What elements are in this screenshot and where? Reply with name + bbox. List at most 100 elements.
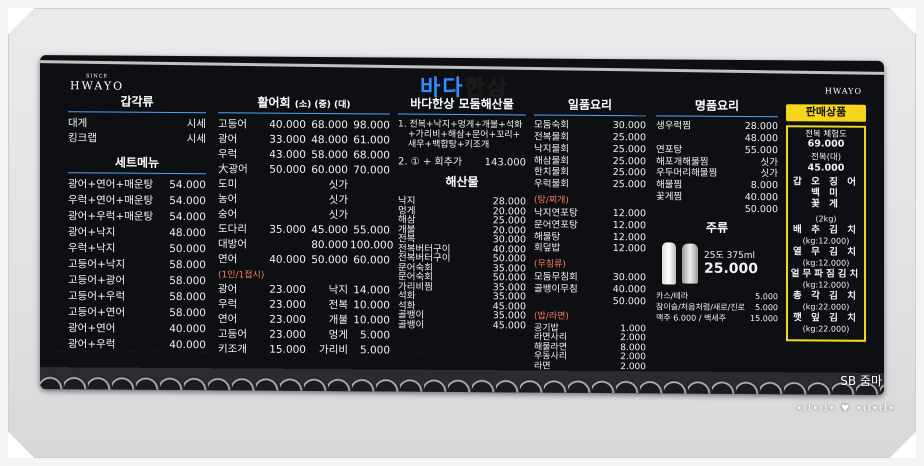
special-row: 모둠숙회 30.000 — [534, 119, 646, 132]
crustacean-row-cell: 킹크랩 — [68, 132, 97, 145]
special-row-cell: 25.000 — [612, 179, 646, 191]
premium-row-cell: 연포탕 — [656, 143, 683, 156]
goods-item: 꽃 게 — [811, 198, 841, 210]
set-menu-row-cell: 고등어+낙지 — [68, 258, 126, 271]
set-menu-row-cell: 40.000 — [169, 339, 206, 352]
live-fish-row-cell: 35.000 — [269, 223, 306, 237]
premium-row-cell: 28.000 — [744, 120, 778, 133]
column-head-crustacean: 갑각류 — [68, 95, 206, 114]
mixed-row-cell: 모둠무침회 — [534, 271, 578, 283]
set-menu-row-cell: 고등어+연어 — [68, 306, 126, 319]
kimchi-price: (kg:22.000) — [802, 302, 850, 312]
per-plate-row-cell: 개불 — [328, 313, 348, 327]
per-plate-row-cell: 23.000 — [269, 298, 306, 311]
per-plate-row-cell: 고등어 — [218, 328, 247, 341]
special-row-cell: 25.000 — [612, 167, 646, 179]
set-menu-row-cell: 54.000 — [169, 194, 206, 207]
live-fish-row-cell: 50.000 — [269, 163, 306, 176]
live-fish-row-cell: 광어 — [218, 133, 238, 146]
premium-row-cell: 55.000 — [744, 144, 778, 156]
set-menu-row-cell: 54.000 — [169, 210, 206, 224]
live-fish-row-cell: 우럭 — [218, 148, 238, 161]
set-menu-row-cell: 48.000 — [169, 226, 206, 240]
live-fish-row-cell: 100.000 — [350, 239, 394, 252]
size-headers: (소) (중) (대) — [295, 96, 351, 110]
drink-row-cell: 15.000 — [750, 314, 778, 324]
live-fish-row-cell: 58.000 — [311, 148, 348, 162]
live-fish-row-cell: 80.000 — [311, 239, 348, 252]
stew-row-cell: 12.000 — [612, 243, 646, 255]
live-fish-row-cell: 70.000 — [353, 164, 390, 177]
drink-row-cell: 5.000 — [755, 303, 778, 313]
set-menu-row-cell: 고등어+우럭 — [68, 290, 126, 303]
premium-row: 연포탕 55.000 — [656, 143, 778, 157]
kimchi-price: (kg:12.000) — [802, 236, 850, 246]
bottle-image — [662, 242, 676, 285]
special-row-cell: 모둠숙회 — [534, 119, 569, 131]
per-plate-row-cell: 전복 — [328, 298, 348, 312]
live-fish-row-cell — [266, 209, 306, 221]
stew-label: (탕/찌개) — [534, 195, 569, 207]
mixed-label: (무침류) — [534, 259, 566, 271]
per-plate-row-cell: 광어 — [218, 283, 238, 296]
live-fish-row-cell — [350, 209, 390, 221]
logo-name: HWAYO — [70, 79, 125, 93]
set2-row: 2. ① + 회추가 143.000 — [398, 156, 526, 168]
live-fish-row-cell: 40.000 — [269, 118, 306, 131]
live-fish-row-cell: 고등어 — [218, 118, 247, 131]
per-plate-row-cell: 10.000 — [353, 299, 390, 312]
live-fish-row-cell: 농어 — [218, 193, 238, 206]
live-fish-row-cell: 大광어 — [218, 163, 248, 176]
kimchi-weight: (2kg) — [815, 214, 837, 224]
logo-right: HWAYO — [824, 86, 862, 96]
live-fish-row-cell — [266, 194, 306, 206]
stew-row-cell: 해물탕 — [534, 231, 561, 243]
per-plate-row-cell: 5.000 — [359, 329, 390, 342]
special-row-cell: 우럭물회 — [534, 178, 569, 191]
frame-corner-top-right — [890, 8, 916, 34]
set-menu-row-cell: 50.000 — [169, 242, 206, 256]
drink-feature: 25도 375ml 25.000 — [662, 242, 778, 285]
live-fish-row-cell: 숭어 — [218, 208, 238, 221]
set1-line3: 새우+백합탕+키조개 — [408, 140, 490, 151]
stew-row-cell: 12.000 — [612, 231, 646, 243]
set2-price: 143.000 — [484, 156, 526, 169]
frame-corner-bottom-left — [8, 432, 34, 458]
set-menu-row-cell: 광어+우럭 — [68, 338, 116, 351]
special-row-cell: 30.000 — [612, 119, 646, 132]
set-menu-row-cell: 광어+연어 — [68, 322, 116, 335]
special-row-cell: 25.000 — [612, 155, 646, 167]
column-head-seafood-set: 바다한상 모둠해산물 — [398, 97, 526, 116]
live-fish-row-cell: 98.000 — [353, 119, 390, 132]
sale-goods-badge: 판매상품 — [786, 104, 866, 122]
premium-row: 48.000 — [656, 133, 778, 145]
mixed-row-cell: 30.000 — [612, 271, 646, 283]
crustacean-row-cell: 대게 — [68, 117, 88, 130]
frame-corner-bottom-right — [890, 432, 916, 458]
set-menu-row-cell: 우럭+연어+매운탕 — [68, 194, 154, 207]
